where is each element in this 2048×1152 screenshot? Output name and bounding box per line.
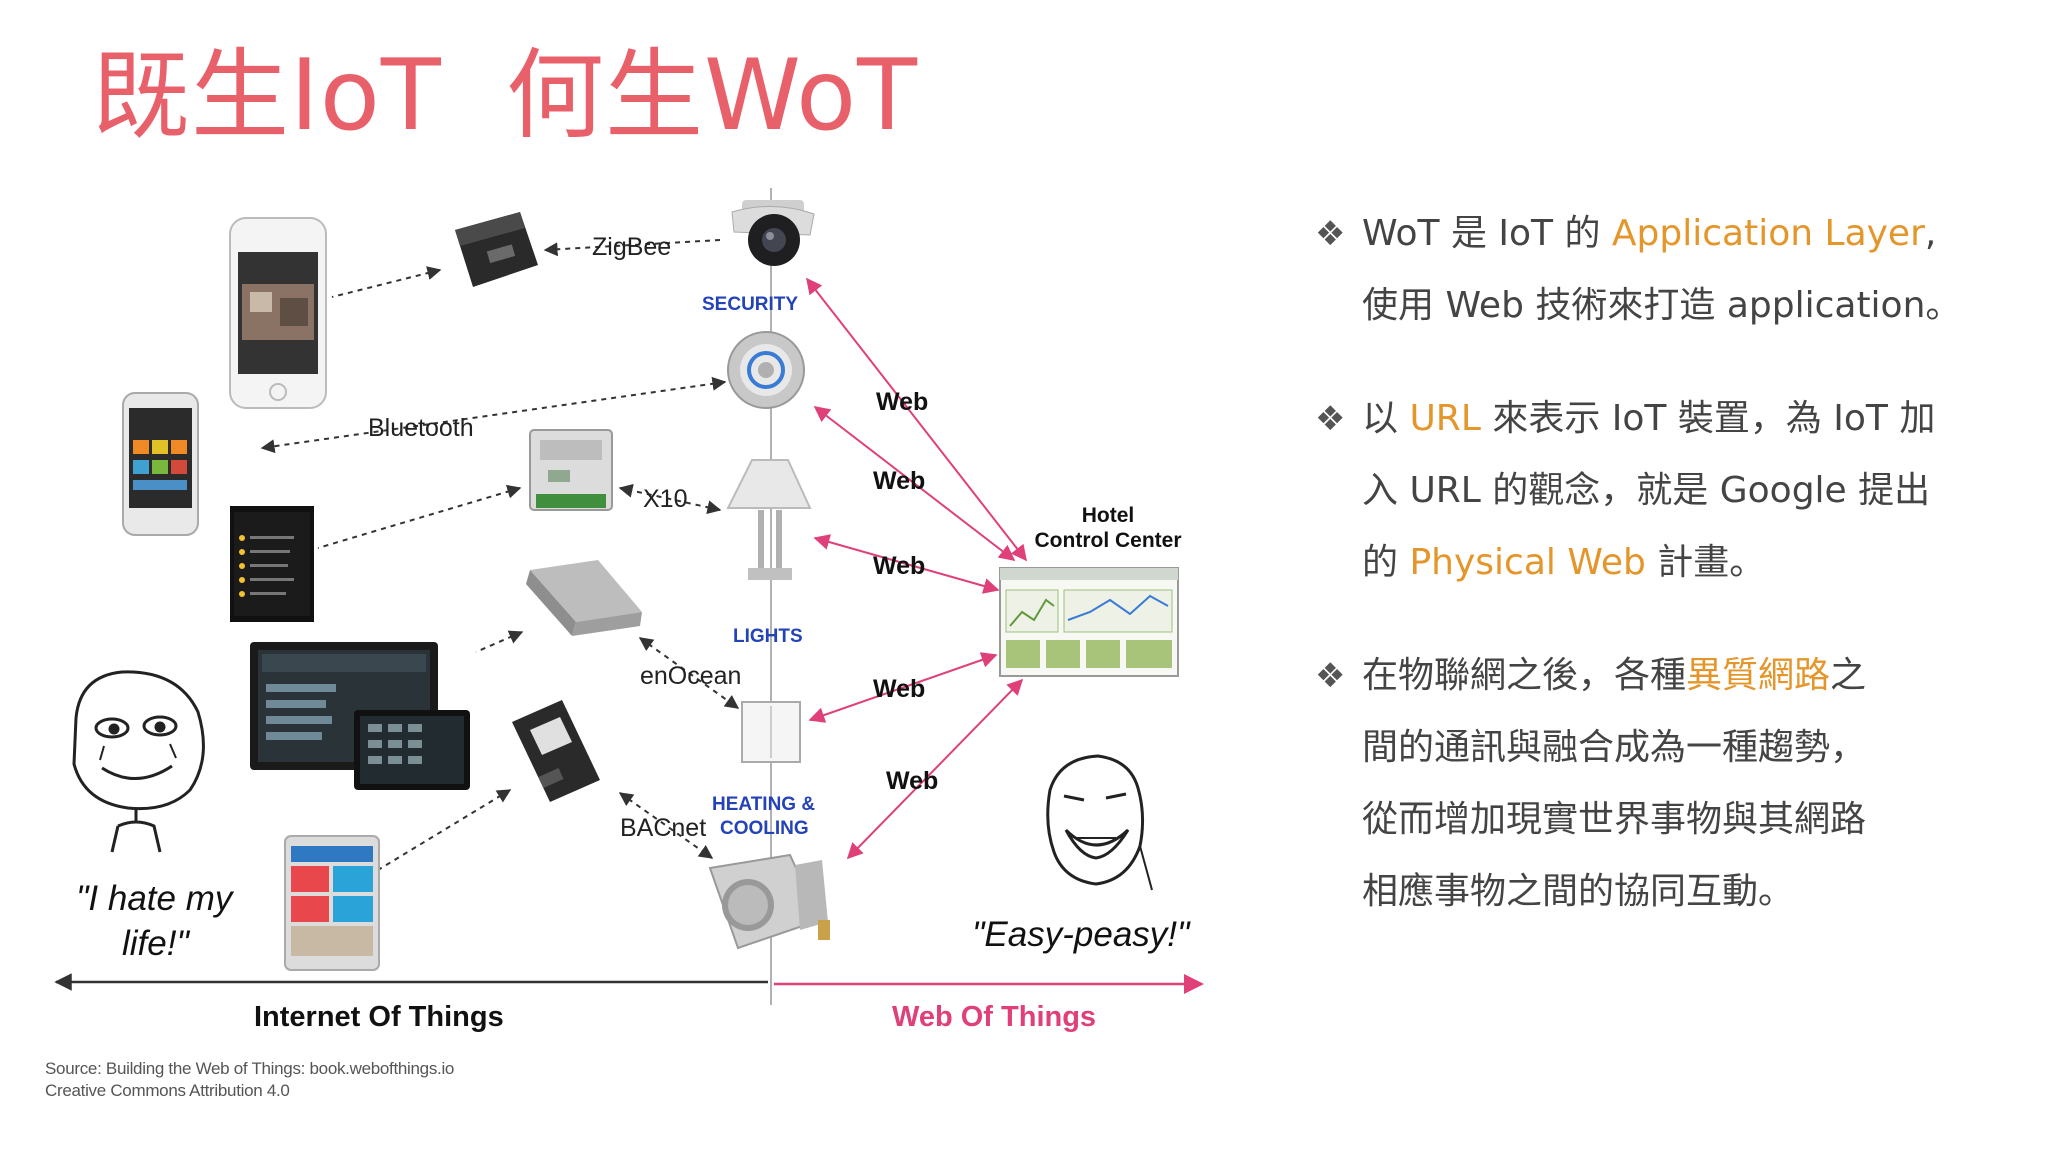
laughing-face-icon [1046,754,1153,891]
web-label-4: Web [873,675,925,703]
zigbee-label: ZigBee [592,233,671,261]
bullet-item: ❖ 在物聯網之後，各種異質網路之間的通訊與融合成為一種趨勢， 從而增加現實世界事物與… [1305,640,2005,928]
source-credit: Source: Building the Web of Things: book… [45,1058,454,1102]
bullet-text: 之 [1830,655,1867,696]
bullet-text: 計畫。 [1645,542,1766,583]
forever-alone-face-icon [72,670,205,853]
android-phone-icon [122,392,199,536]
bluetooth-connector [260,376,727,454]
web-label-3: Web [873,552,925,580]
cooling-category-label: COOLING [720,818,809,839]
wot-axis-label: Web Of Things [892,1001,1096,1033]
x10-label: X10 [643,485,687,513]
bullet-text: 來表示 IoT 裝置，為 IoT 加 [1480,398,1936,439]
x10-module-icon [529,429,613,511]
hotel-label: Hotel [1082,504,1135,527]
iot-wot-diagram: ZigBee Bluetooth X10 enOcean BACnet SECU… [54,188,1204,1033]
bacnet-device-icon [512,700,600,802]
bullet-text: 入 URL 的觀念，就是 Google 提出 [1362,470,1931,511]
lamp-device-icon [726,459,812,580]
security-camera-icon [731,200,815,266]
bullet-text: 相應事物之間的協同互動。 [1362,871,1795,912]
iot-axis-label: Internet Of Things [254,1001,504,1033]
bacnet-connector-a [377,789,512,871]
bullet-text: WoT 是 IoT 的 [1362,213,1612,254]
web-label-1: Web [876,388,928,416]
bullet-diamond-icon: ❖ [1315,400,1346,438]
air-conditioner-icon [708,853,830,950]
quote-left-line1: "I hate my [76,879,235,918]
bullet-line: 入 URL 的觀念，就是 Google 提出 [1362,455,2005,527]
bullet-diamond-icon: ❖ [1315,215,1346,253]
enocean-connector-b [638,637,740,709]
bullet-text: 使用 Web 技術來打造 application。 [1362,285,1962,326]
zigbee-connector-a [331,266,442,298]
x10-connector-b [618,483,722,515]
zigbee-gateway-icon [455,212,538,287]
bullet-line: WoT 是 IoT 的 Application Layer, [1362,198,2005,270]
highlight-text: Application Layer [1611,213,1925,254]
enocean-connector-a [475,630,524,653]
bacnet-connector-b [618,792,714,859]
bullet-line: 從而增加現實世界事物與其網路 [1362,784,2005,856]
bullet-item: ❖ 以 URL 來表示 IoT 裝置，為 IoT 加入 URL 的觀念，就是 Go… [1305,383,2005,599]
bullet-line: 在物聯網之後，各種異質網路之 [1362,640,2005,712]
bullet-line: 相應事物之間的協同互動。 [1362,856,2005,928]
control-center-label: Control Center [1035,529,1182,552]
x10-connector-a [317,484,522,549]
bullet-text: 以 [1362,398,1410,439]
bullet-line: 使用 Web 技術來打造 application。 [1362,270,2005,342]
bacnet-label: BACnet [620,814,706,842]
security-category-label: SECURITY [702,294,798,315]
highlight-text: URL [1409,398,1481,439]
heating-category-label: HEATING & [712,794,815,815]
web-arrow-3 [813,534,1000,594]
source-line: Source: Building the Web of Things: book… [45,1059,455,1078]
keypad-panel-icon [354,710,470,790]
highlight-text: 異質網路 [1686,655,1831,696]
enocean-label: enOcean [640,662,741,690]
bullet-text: 間的通訊與融合成為一種趨勢， [1362,727,1867,768]
quote-right: "Easy-peasy!" [972,915,1191,954]
bluetooth-label: Bluetooth [368,414,474,442]
bullet-text: 從而增加現實世界事物與其網路 [1362,799,1867,840]
web-arrow-1 [806,277,1027,562]
bullet-text: 的 [1362,542,1410,583]
bullet-diamond-icon: ❖ [1315,657,1346,695]
bullet-text: , [1924,213,1937,254]
remote-control-icon [230,506,314,622]
license-line: Creative Commons Attribution 4.0 [45,1081,290,1100]
highlight-text: Physical Web [1409,542,1646,583]
bullet-list: ❖ WoT 是 IoT 的 Application Layer, 使用 Web 技術… [1305,198,2005,969]
hotel-dashboard-icon [999,567,1179,677]
bullet-text: 在物聯網之後，各種 [1362,655,1687,696]
bullet-line: 的 Physical Web 計畫。 [1362,527,2005,599]
web-label-2: Web [873,467,925,495]
web-arrow-5 [846,678,1024,860]
smart-lock-icon [727,331,805,409]
light-switch-icon [741,701,801,763]
bullet-line: 以 URL 來表示 IoT 裝置，為 IoT 加 [1362,383,2005,455]
mobile-app-icon [284,835,380,971]
lights-category-label: LIGHTS [733,626,803,647]
bullet-item: ❖ WoT 是 IoT 的 Application Layer, 使用 Web 技術… [1305,198,2005,342]
enocean-gateway-icon [526,560,642,636]
web-label-5: Web [886,767,938,795]
iphone-device-icon [229,217,327,409]
bullet-line: 間的通訊與融合成為一種趨勢， [1362,712,2005,784]
quote-left-line2: life!" [122,924,190,963]
slide-title: 既生IoT 何生WoT [92,39,919,153]
